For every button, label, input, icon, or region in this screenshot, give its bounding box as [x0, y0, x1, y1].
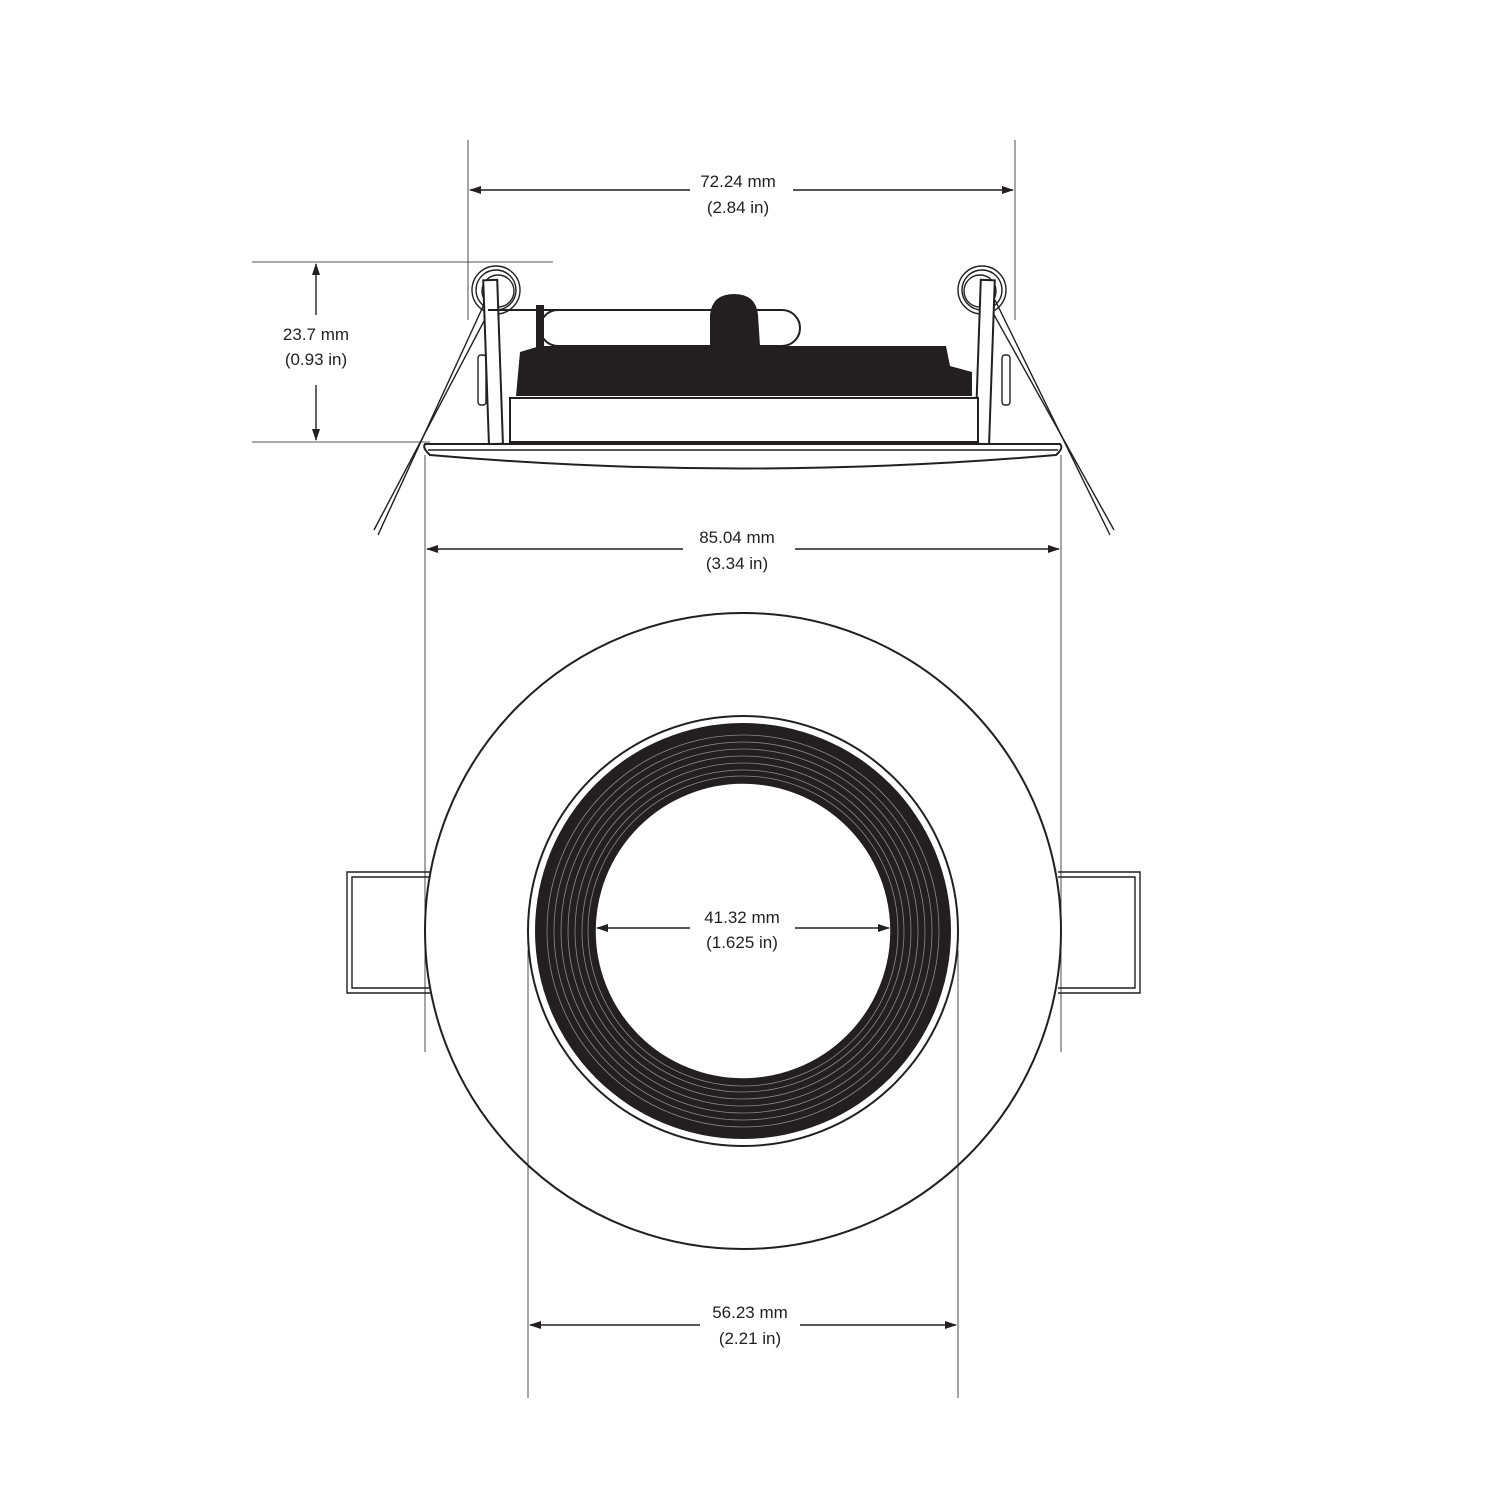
dimension-aperture: 41.32 mm (1.625 in) — [596, 908, 890, 952]
top-width-in: (2.84 in) — [707, 198, 769, 217]
trim-width-mm: 85.04 mm — [699, 528, 775, 547]
lamp-housing — [516, 346, 972, 396]
baffle-width-mm: 56.23 mm — [712, 1303, 788, 1322]
right-spring-clip — [994, 299, 1111, 536]
height-in: (0.93 in) — [285, 350, 347, 369]
lamp-socket — [710, 294, 760, 346]
top-view — [346, 612, 1141, 1250]
right-tab — [1058, 871, 1141, 994]
left-tab — [346, 871, 430, 994]
baffle-grooves — [546, 734, 940, 1128]
top-width-mm: 72.24 mm — [700, 172, 776, 191]
side-view — [373, 265, 1115, 536]
baffle-width-in: (2.21 in) — [719, 1329, 781, 1348]
dimension-height: 23.7 mm (0.93 in) — [283, 263, 349, 441]
aperture-mm: 41.32 mm — [704, 908, 780, 927]
dimension-trim-width: 85.04 mm (3.34 in) — [426, 528, 1060, 573]
dimension-baffle-width: 56.23 mm (2.21 in) — [529, 1303, 957, 1348]
trim-width-in: (3.34 in) — [706, 554, 768, 573]
housing-base — [509, 397, 979, 443]
dimension-lines: 72.24 mm (2.84 in) 23.7 mm (0.93 in) 85.… — [252, 140, 1062, 1398]
lamp-tube — [539, 309, 801, 347]
left-spring-clip — [377, 299, 487, 536]
dimension-top-width: 72.24 mm (2.84 in) — [469, 172, 1014, 217]
trim-flange — [423, 443, 1063, 470]
height-mm: 23.7 mm — [283, 325, 349, 344]
aperture-in: (1.625 in) — [706, 933, 778, 952]
aperture — [594, 782, 892, 1080]
